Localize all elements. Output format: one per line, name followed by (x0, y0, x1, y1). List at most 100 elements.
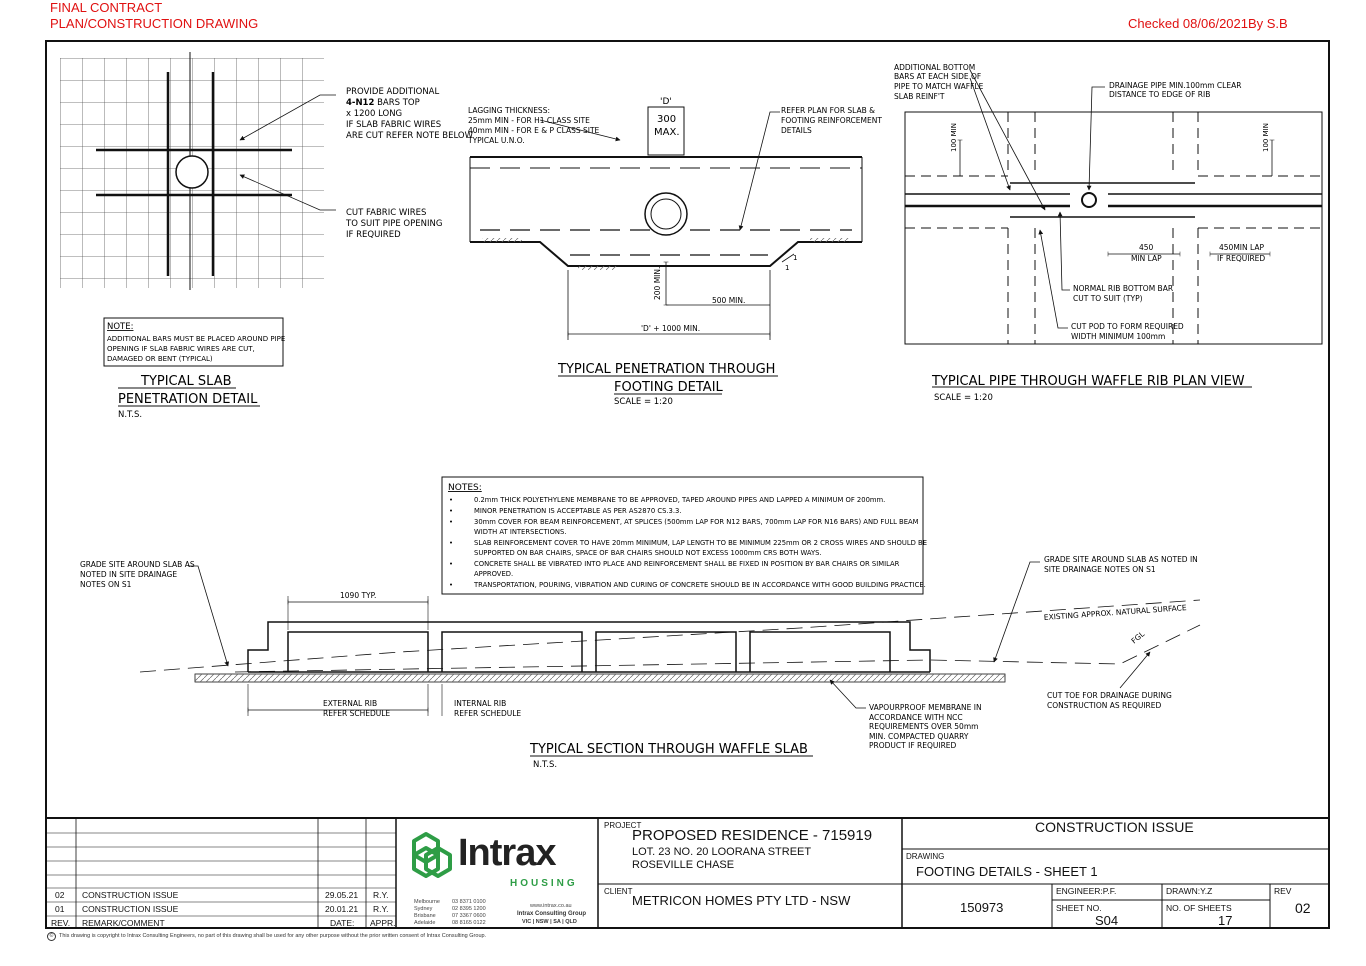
grade-left-line3: NOTES ON S1 (80, 580, 132, 589)
toe-line2: CONSTRUCTION AS REQUIRED (1047, 701, 1162, 710)
toe-line1: CUT TOE FOR DRAINAGE DURING (1047, 691, 1172, 700)
rev-label: REV (1274, 886, 1292, 896)
cut-pod-line1: CUT POD TO FORM REQUIRED (1071, 322, 1184, 331)
sheet-number: S04 (1095, 913, 1119, 928)
lagging-line4: TYPICAL U.N.O. (467, 136, 525, 145)
drawing-label: DRAWING (906, 852, 945, 861)
rev-row-1-remark: CONSTRUCTION ISSUE (82, 904, 179, 914)
vapour-line2: ACCORDANCE WITH NCC (869, 713, 963, 722)
bullet-icon: • (449, 581, 453, 589)
d-plus-label: 'D' + 1000 MIN. (641, 324, 700, 333)
vapour-line1: VAPOURPROOF MEMBRANE IN (869, 703, 982, 712)
refer-plan-line3: DETAILS (781, 126, 812, 135)
date-head: DATE: (330, 918, 355, 928)
footing-detail-title-1: TYPICAL PENETRATION THROUGH (557, 362, 775, 377)
grade-right-line1: GRADE SITE AROUND SLAB AS NOTED IN (1044, 555, 1198, 564)
stamp-plan-construction: PLAN/CONSTRUCTION DRAWING (50, 16, 259, 31)
lap-min: MIN LAP (1131, 254, 1162, 263)
vapour-line5: PRODUCT IF REQUIRED (869, 741, 957, 750)
typ-1090-label: 1090 TYP. (340, 591, 376, 600)
office-name: Adelaide (414, 920, 436, 926)
drawn-by: DRAWN:Y.Z (1166, 886, 1213, 896)
lap-if-required: IF REQUIRED (1217, 254, 1265, 263)
slab-callout-line4: IF SLAB FABRIC WIRES (346, 120, 441, 130)
copyright-notice: ©This drawing is copyright to Intrax Con… (47, 932, 486, 941)
issue-status: CONSTRUCTION ISSUE (1035, 819, 1194, 835)
notes-box (441, 476, 924, 595)
drain-line2: DISTANCE TO EDGE OF RIB (1109, 90, 1210, 99)
grade-right-line2: SITE DRAINAGE NOTES ON S1 (1044, 565, 1156, 574)
rev-row-2-date: 29.05.21 (325, 890, 359, 900)
rev-value: 02 (1295, 900, 1311, 916)
intrax-logo-icon (412, 832, 452, 878)
logo-subtitle: HOUSING (510, 878, 578, 889)
rib-add-line1: ADDITIONAL BOTTOM (894, 63, 975, 72)
section-title: TYPICAL SECTION THROUGH WAFFLE SLAB (529, 742, 808, 757)
waffle-rib-plan-drawing (904, 69, 1323, 388)
logo-states: VIC | NSW | SA | QLD (522, 919, 577, 925)
bullet-icon: • (449, 496, 453, 504)
job-number: 150973 (960, 900, 1004, 915)
note-item: APPROVED. (474, 570, 513, 578)
project-address-2: ROSEVILLE CHASE (632, 859, 735, 871)
office-name: Sydney (414, 906, 433, 912)
bullet-icon: • (449, 560, 453, 568)
d-label: 'D' (660, 97, 672, 107)
slab-callout-line2: 4-N12 BARS TOP (346, 98, 420, 108)
engineer: ENGINEER:P.F. (1056, 886, 1117, 896)
slab-note-line3: DAMAGED OR BENT (TYPICAL) (107, 355, 213, 363)
phone-number: 03 8371 0100 (452, 899, 486, 905)
rev-row-1-rev: 01 (55, 904, 65, 914)
fgl-label: FGL (1130, 629, 1147, 646)
drawing-frame (45, 40, 1330, 929)
cut-fabric-line3: IF REQUIRED (346, 230, 401, 240)
grade-left-line2: NOTED IN SITE DRAINAGE (80, 570, 177, 579)
slope-label-1: 1 (793, 254, 797, 262)
slab-detail-title-2: PENETRATION DETAIL (118, 392, 258, 407)
checked-stamp: Checked 08/06/2021By S.B (1128, 16, 1288, 31)
copyright-text: This drawing is copyright to Intrax Cons… (59, 933, 487, 939)
vapour-line3: REQUIREMENTS OVER 50mm (869, 722, 978, 731)
d-value: 300 (657, 114, 676, 125)
bullet-icon: • (449, 507, 453, 515)
int-rib-line2: REFER SCHEDULE (454, 709, 521, 718)
phone-number: 02 8395 1200 (452, 906, 486, 912)
bullet-icon: • (449, 518, 453, 526)
remark-head: REMARK/COMMENT (82, 918, 165, 928)
note-item: 30mm COVER FOR BEAM REINFORCEMENT, AT SP… (474, 518, 919, 526)
d-max: MAX. (654, 127, 680, 138)
lagging-line2: 25mm MIN - FOR H1 CLASS SITE (468, 116, 590, 125)
client-label: CLIENT (604, 887, 633, 896)
phone-number: 08 8165 0122 (452, 920, 486, 926)
logo-group: Intrax Consulting Group (517, 911, 586, 917)
footing-detail-title-2: FOOTING DETAIL (614, 380, 724, 395)
normal-rib-line1: NORMAL RIB BOTTOM BAR (1073, 284, 1173, 293)
note-item: SUPPORTED ON BAR CHAIRS, SPACE OF BAR CH… (474, 549, 822, 557)
slab-note-line2: OPENING IF SLAB FABRIC WIRES ARE CUT, (107, 345, 255, 353)
note-item: CONCRETE SHALL BE VIBRATED INTO PLACE AN… (474, 560, 900, 568)
bar-spec: 4-N12 (346, 98, 374, 108)
office-name: Melbourne (414, 899, 440, 905)
slope-label-2: 1 (785, 264, 789, 272)
sheets-count: 17 (1218, 913, 1233, 928)
vapour-line4: MIN. COMPACTED QUARRY (869, 732, 969, 741)
drain-line1: DRAINAGE PIPE MIN.100mm CLEAR (1109, 81, 1241, 90)
grade-left-line1: GRADE SITE AROUND SLAB AS (80, 560, 195, 569)
rib-detail-scale: SCALE = 1:20 (934, 393, 993, 403)
phone-number: 07 3367 0600 (452, 913, 486, 919)
lap-450-min: 450MIN LAP (1219, 243, 1264, 252)
footing-detail-scale: SCALE = 1:20 (614, 397, 673, 407)
rev-head: REV. (51, 918, 71, 928)
min-100-right: 100 MIN (1262, 123, 1270, 152)
waffle-slab-section-drawing (139, 561, 1201, 757)
ext-rib-line2: REFER SCHEDULE (323, 709, 390, 718)
phone-list: 03 8371 0100 02 8395 1200 07 3367 0600 0… (452, 899, 486, 927)
rev-row-2-appr: R.Y. (373, 890, 389, 900)
sheet-label: SHEET NO. (1056, 903, 1102, 913)
copyright-icon: © (47, 932, 56, 941)
rib-add-line2: BARS AT EACH SIDE OF (894, 72, 981, 81)
logo-web: www.intrax.co.au (530, 903, 572, 909)
cut-pod-line2: WIDTH MINIMUM 100mm (1071, 332, 1165, 341)
int-rib-line1: INTERNAL RIB (454, 699, 506, 708)
sheets-label: NO. OF SHEETS (1166, 903, 1232, 913)
